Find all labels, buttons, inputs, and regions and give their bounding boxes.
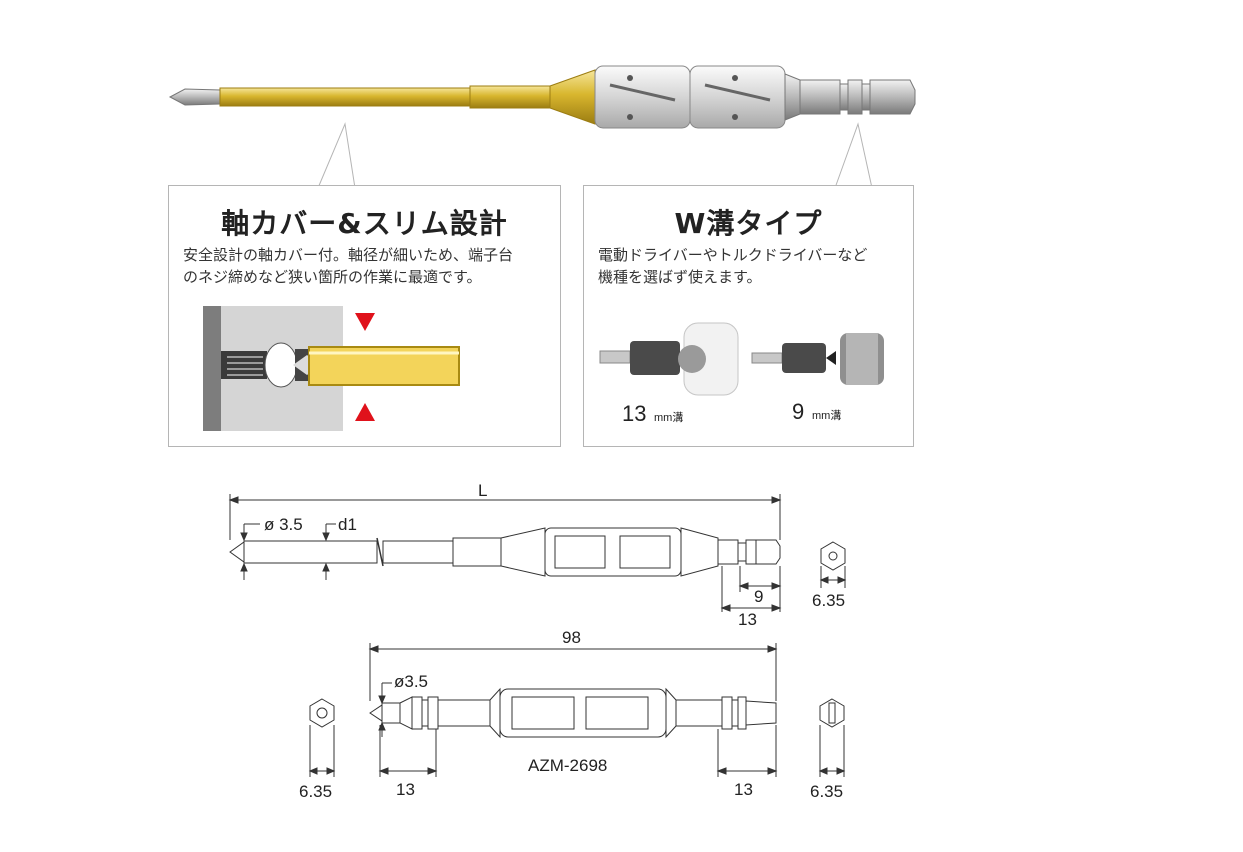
dim-tip-diameter: ø 3.5 — [264, 515, 303, 534]
groove-unit-9: mm溝 — [812, 409, 841, 422]
feature-panel-slim: 軸カバー&スリム設計 安全設計の軸カバー付。軸径が細いため、端子台 のネジ締めな… — [168, 185, 561, 447]
dim-hex-left: 6.35 — [299, 782, 332, 801]
feature-panel-wgroove: W溝タイプ 電動ドライバーやトルクドライバーなど 機種を選ばず使えます。 13 … — [583, 185, 914, 447]
panel-desc-wgroove-1: 電動ドライバーやトルクドライバーなど — [598, 246, 868, 264]
dim-d1: d1 — [338, 515, 357, 534]
groove-unit-13: mm溝 — [654, 411, 683, 424]
slim-illustration — [203, 306, 460, 431]
gold-shaft-cover — [219, 69, 596, 125]
drawing-double-end: 98 ø3.5 AZM-2698 13 13 6.35 6.35 — [299, 628, 846, 801]
dim-hex-right: 6.35 — [810, 782, 843, 801]
left-callout-pointer — [317, 122, 356, 189]
dim-13: 13 — [738, 610, 757, 629]
dim-L: L — [478, 481, 487, 500]
hex-shank — [784, 73, 916, 121]
dim-13-left: 13 — [396, 780, 415, 799]
panel-desc-slim-1: 安全設計の軸カバー付。軸径が細いため、端子台 — [183, 246, 514, 264]
dim-98: 98 — [562, 628, 581, 647]
dim-tip-diameter-2: ø3.5 — [394, 672, 428, 691]
dim-13-right: 13 — [734, 780, 753, 799]
dim-9: 9 — [754, 587, 763, 606]
clear-grip — [594, 65, 786, 129]
marker-bottom-triangle — [355, 403, 375, 421]
marker-top-triangle — [355, 313, 375, 331]
panel-desc-slim-2: のネジ締めなど狭い箇所の作業に最適です。 — [183, 268, 482, 286]
drawing-single-end: L ø 3.5 d1 9 13 6.35 — [228, 481, 847, 629]
dim-hex-6.35: 6.35 — [812, 591, 845, 610]
product-photo — [168, 65, 916, 189]
panel-title-wgroove: W溝タイプ — [674, 207, 823, 240]
panel-desc-wgroove-2: 機種を選ばず使えます。 — [598, 268, 762, 286]
groove-label-9: 9 — [792, 399, 804, 424]
panel-title-slim: 軸カバー&スリム設計 — [221, 207, 508, 240]
groove-illustration: 13 mm溝 9 mm溝 — [599, 322, 884, 426]
tip-steel — [168, 88, 221, 106]
right-callout-pointer — [834, 122, 873, 189]
model-number: AZM-2698 — [528, 756, 607, 775]
groove-label-13: 13 — [622, 401, 646, 426]
